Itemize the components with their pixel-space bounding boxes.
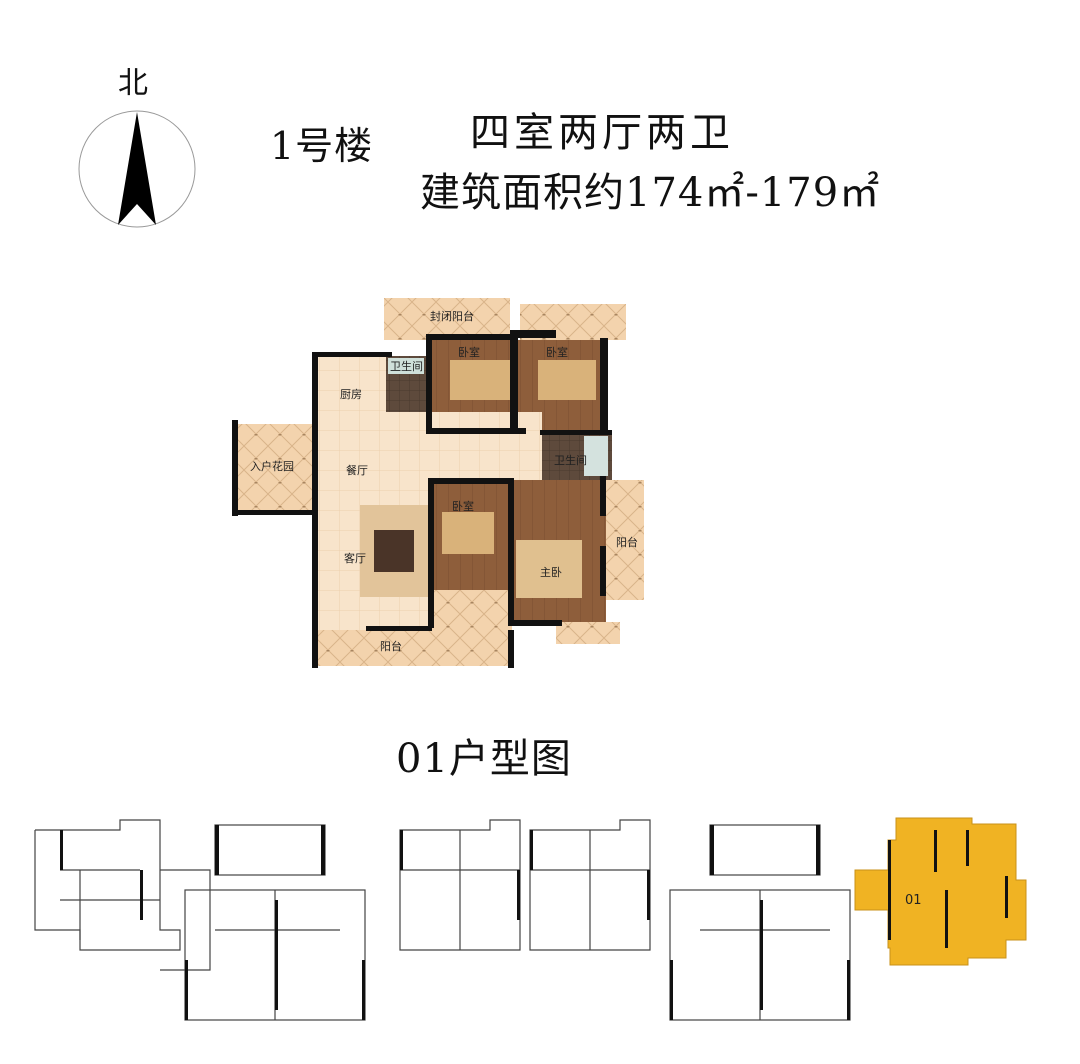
unit-01-label: 01 — [905, 893, 922, 908]
label-balcony-south: 阳台 — [380, 639, 402, 653]
label-kitchen: 厨房 — [340, 388, 362, 401]
room-balcony-south — [316, 630, 512, 666]
label-living: 客厅 — [344, 551, 366, 565]
area-title: 建筑面积约174㎡-179㎡ — [420, 170, 881, 216]
highlighted-unit-01: 01 — [854, 817, 1027, 966]
room-entry-garden — [232, 424, 316, 514]
north-label: 北 — [118, 66, 148, 101]
room-balcony-east — [606, 480, 644, 600]
label-bathroom-1: 卫生间 — [390, 359, 423, 373]
label-bathroom-2: 卫生间 — [554, 453, 587, 467]
label-balcony-east: 阳台 — [616, 535, 638, 549]
site-plan: 01 — [34, 817, 1027, 1021]
layout-type-title: 四室两厅两卫 — [470, 110, 734, 156]
label-entry-garden: 入户花园 — [250, 459, 294, 473]
room-kitchen — [316, 356, 386, 412]
label-bedroom-north-2: 卧室 — [546, 345, 568, 359]
room-enclosed-balcony — [384, 298, 510, 340]
floor-plan: 封闭阳台 卧室 卧室 卫生间 厨房 入户花园 餐厅 卫生间 客厅 卧室 主卧 阳… — [232, 298, 644, 668]
label-enclosed-balcony: 封闭阳台 — [430, 309, 474, 323]
label-bedroom-south: 卧室 — [452, 499, 474, 513]
label-bedroom-north-1: 卧室 — [458, 345, 480, 359]
label-dining: 餐厅 — [346, 463, 368, 477]
unit-caption: 01户型图 — [396, 736, 572, 782]
building-title: 1号楼 — [270, 124, 374, 168]
north-arrow-icon — [78, 110, 196, 228]
label-master-bedroom: 主卧 — [540, 566, 562, 579]
